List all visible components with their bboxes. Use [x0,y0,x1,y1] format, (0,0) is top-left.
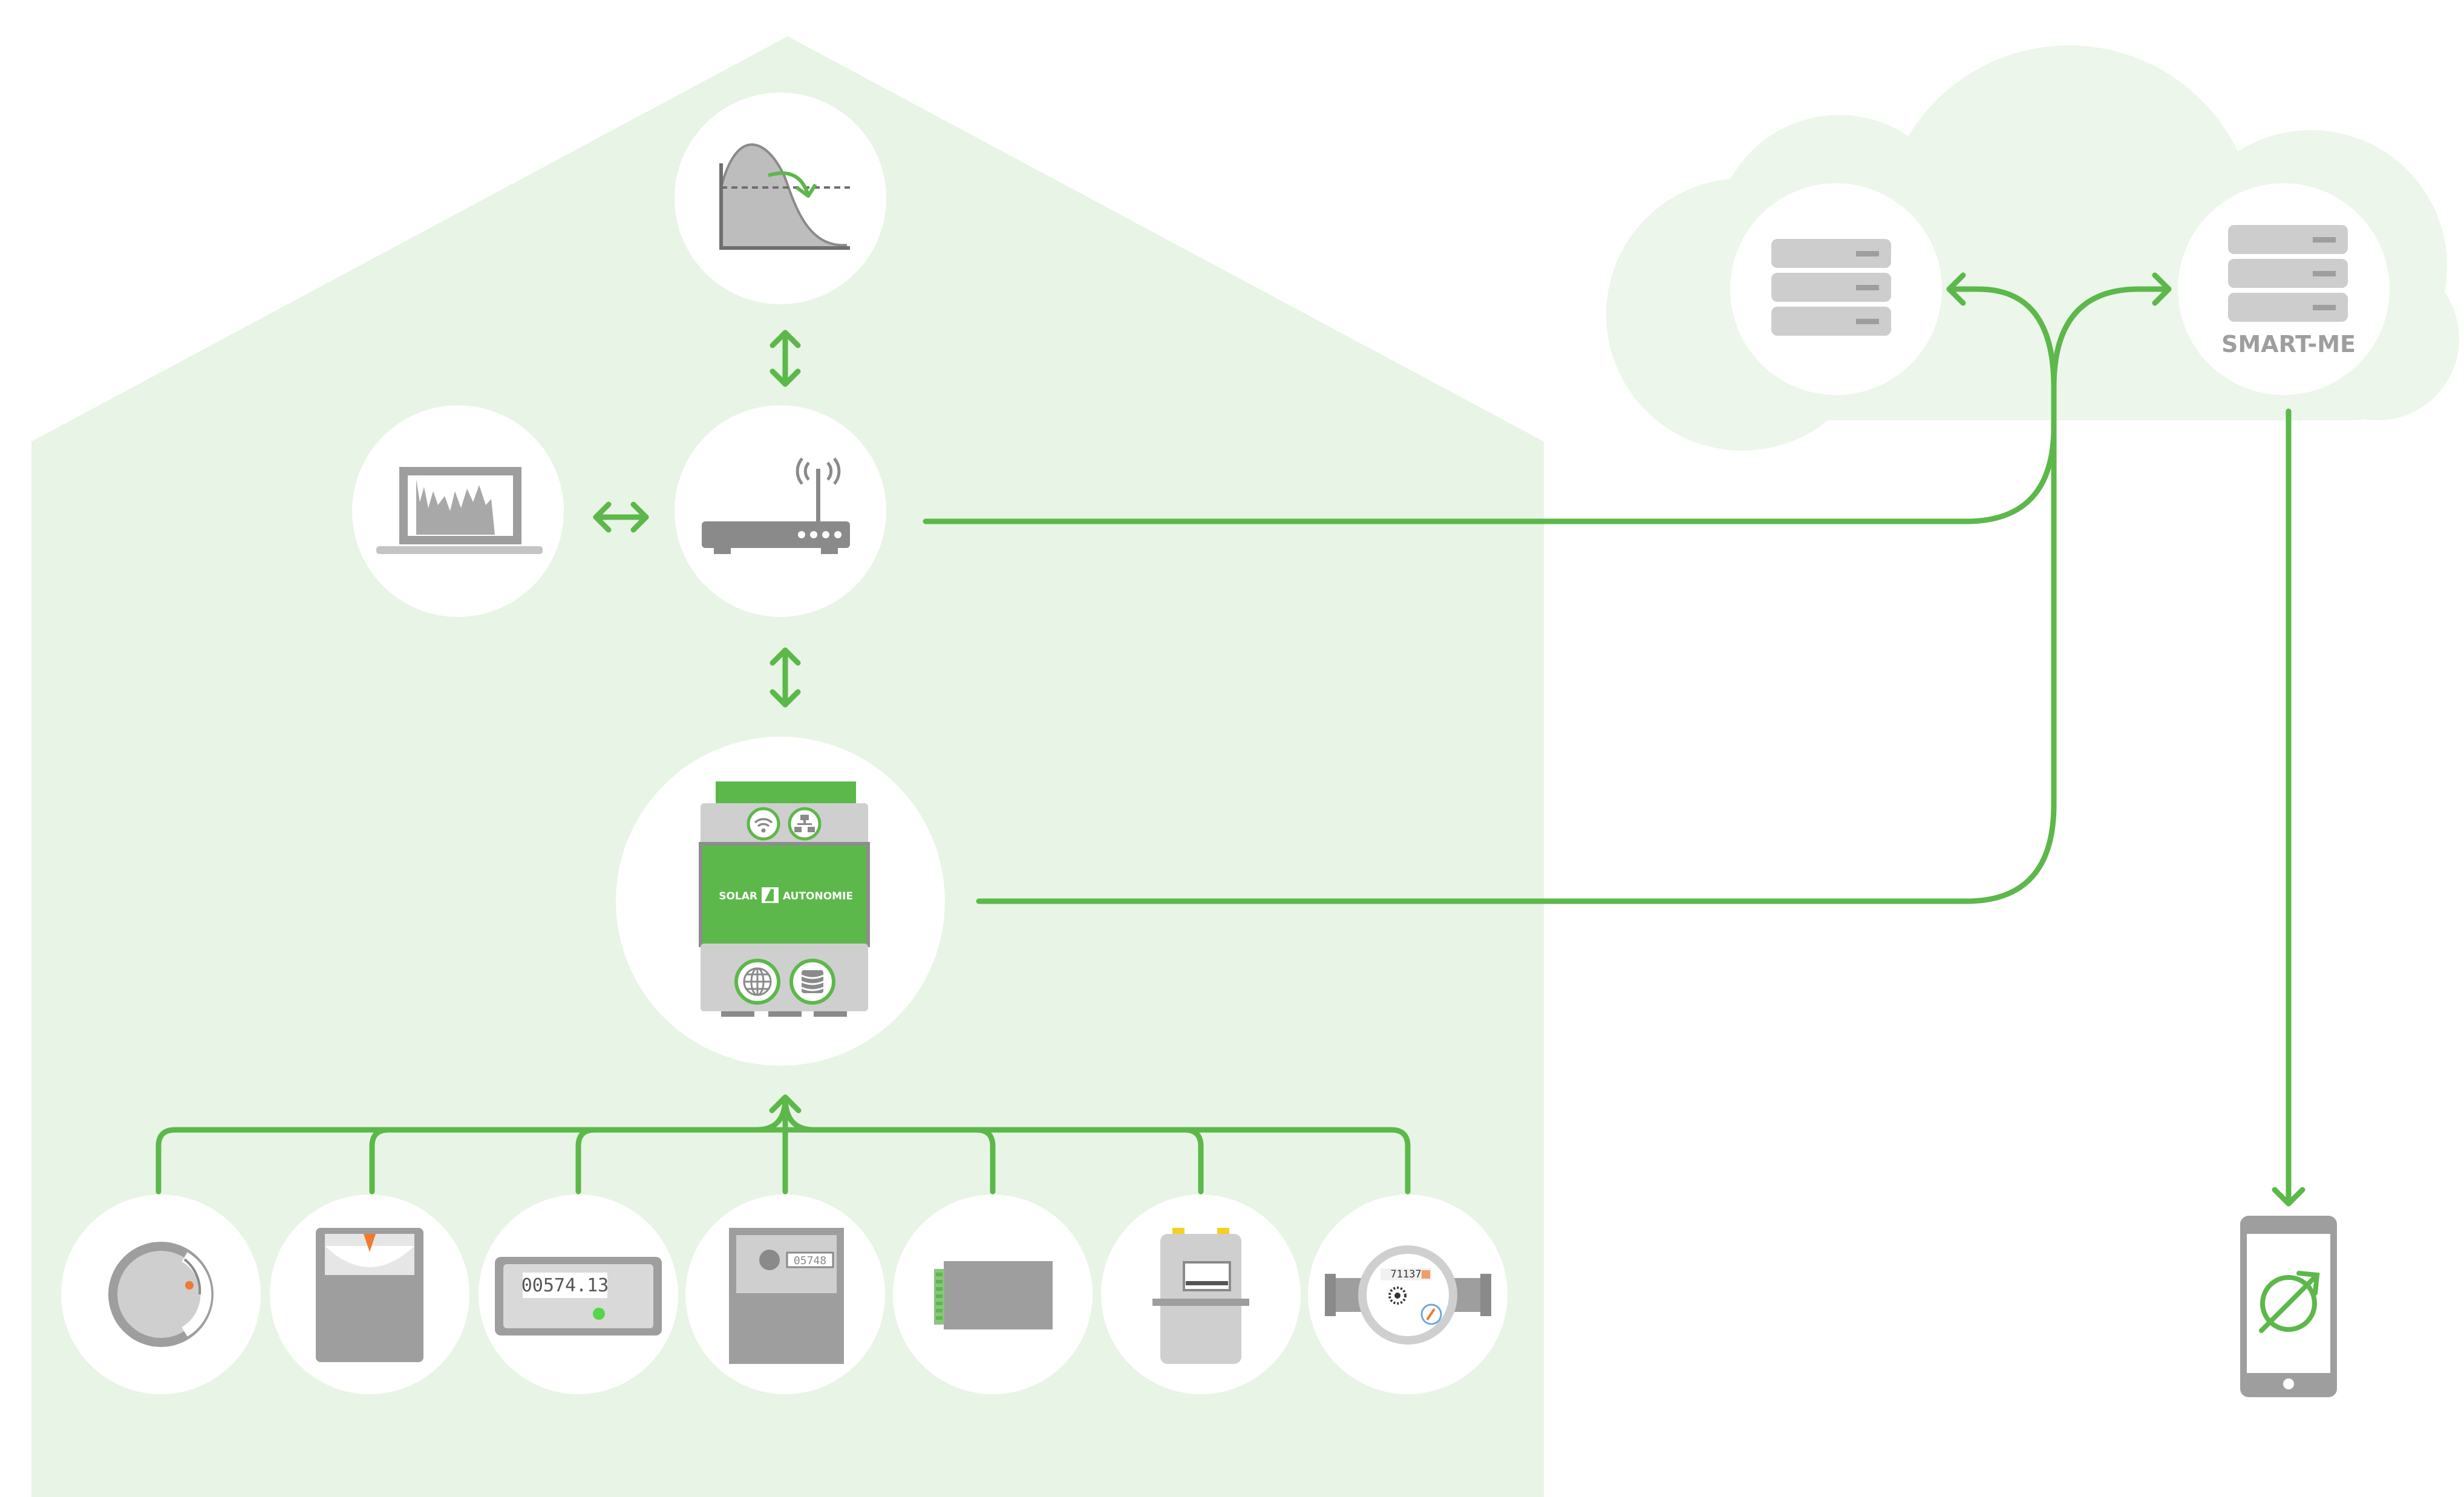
arrowhead-left [1946,272,1966,306]
smart-me-logo-icon [2260,1275,2317,1332]
server-icon [2228,225,2348,322]
arrowhead-up [770,330,801,348]
water-meter-reading: 71137 [1390,1268,1421,1280]
server-right-node [2178,183,2390,395]
analog-meter-icon [316,1228,423,1362]
ferraris-meter-icon: 05748 [729,1228,844,1364]
smartphone-icon [2240,1216,2337,1397]
laptop-icon [376,467,543,554]
meter-drop-3 [575,1127,598,1195]
electronic-meter-reading: 00574.13 [521,1275,609,1296]
arrowhead-down [770,689,801,708]
server-right-label: SMART-ME [2221,331,2356,357]
connection-lines [155,272,2306,1207]
meter-drop-5 [973,1127,996,1195]
interface-module-icon [934,1261,1053,1329]
forecast-chart-icon [719,143,850,250]
gas-meter-icon [1152,1228,1249,1364]
water-meter-icon: 71137 [1325,1245,1491,1345]
energy-gateway-icon: SOLAR AUTONOMIE [699,781,870,1017]
heat-meter-icon [108,1242,214,1347]
router-node [675,405,886,617]
arrowhead-up [770,647,801,666]
electronic-meter-icon: 00574.13 [495,1257,662,1336]
split-left-server [1946,286,2057,390]
arrowhead-down [2272,1187,2306,1207]
split-right-server [2051,286,2172,390]
router-icon [702,457,850,554]
arrowhead-down [770,368,801,387]
gateway-cloud-link [976,384,2057,904]
gateway-brand-right: AUTONOMIE [783,890,853,902]
gateway-brand-left: SOLAR [719,890,757,902]
ferraris-meter-reading: 05748 [794,1254,826,1267]
arrowhead-right [630,501,649,533]
arrowhead-right [2152,272,2172,306]
server-icon [1771,239,1891,336]
meter-drop-2 [369,1127,391,1195]
arrowhead-up [769,1094,802,1114]
arrowhead-left [593,501,612,533]
meter-drop-6 [1181,1127,1204,1195]
